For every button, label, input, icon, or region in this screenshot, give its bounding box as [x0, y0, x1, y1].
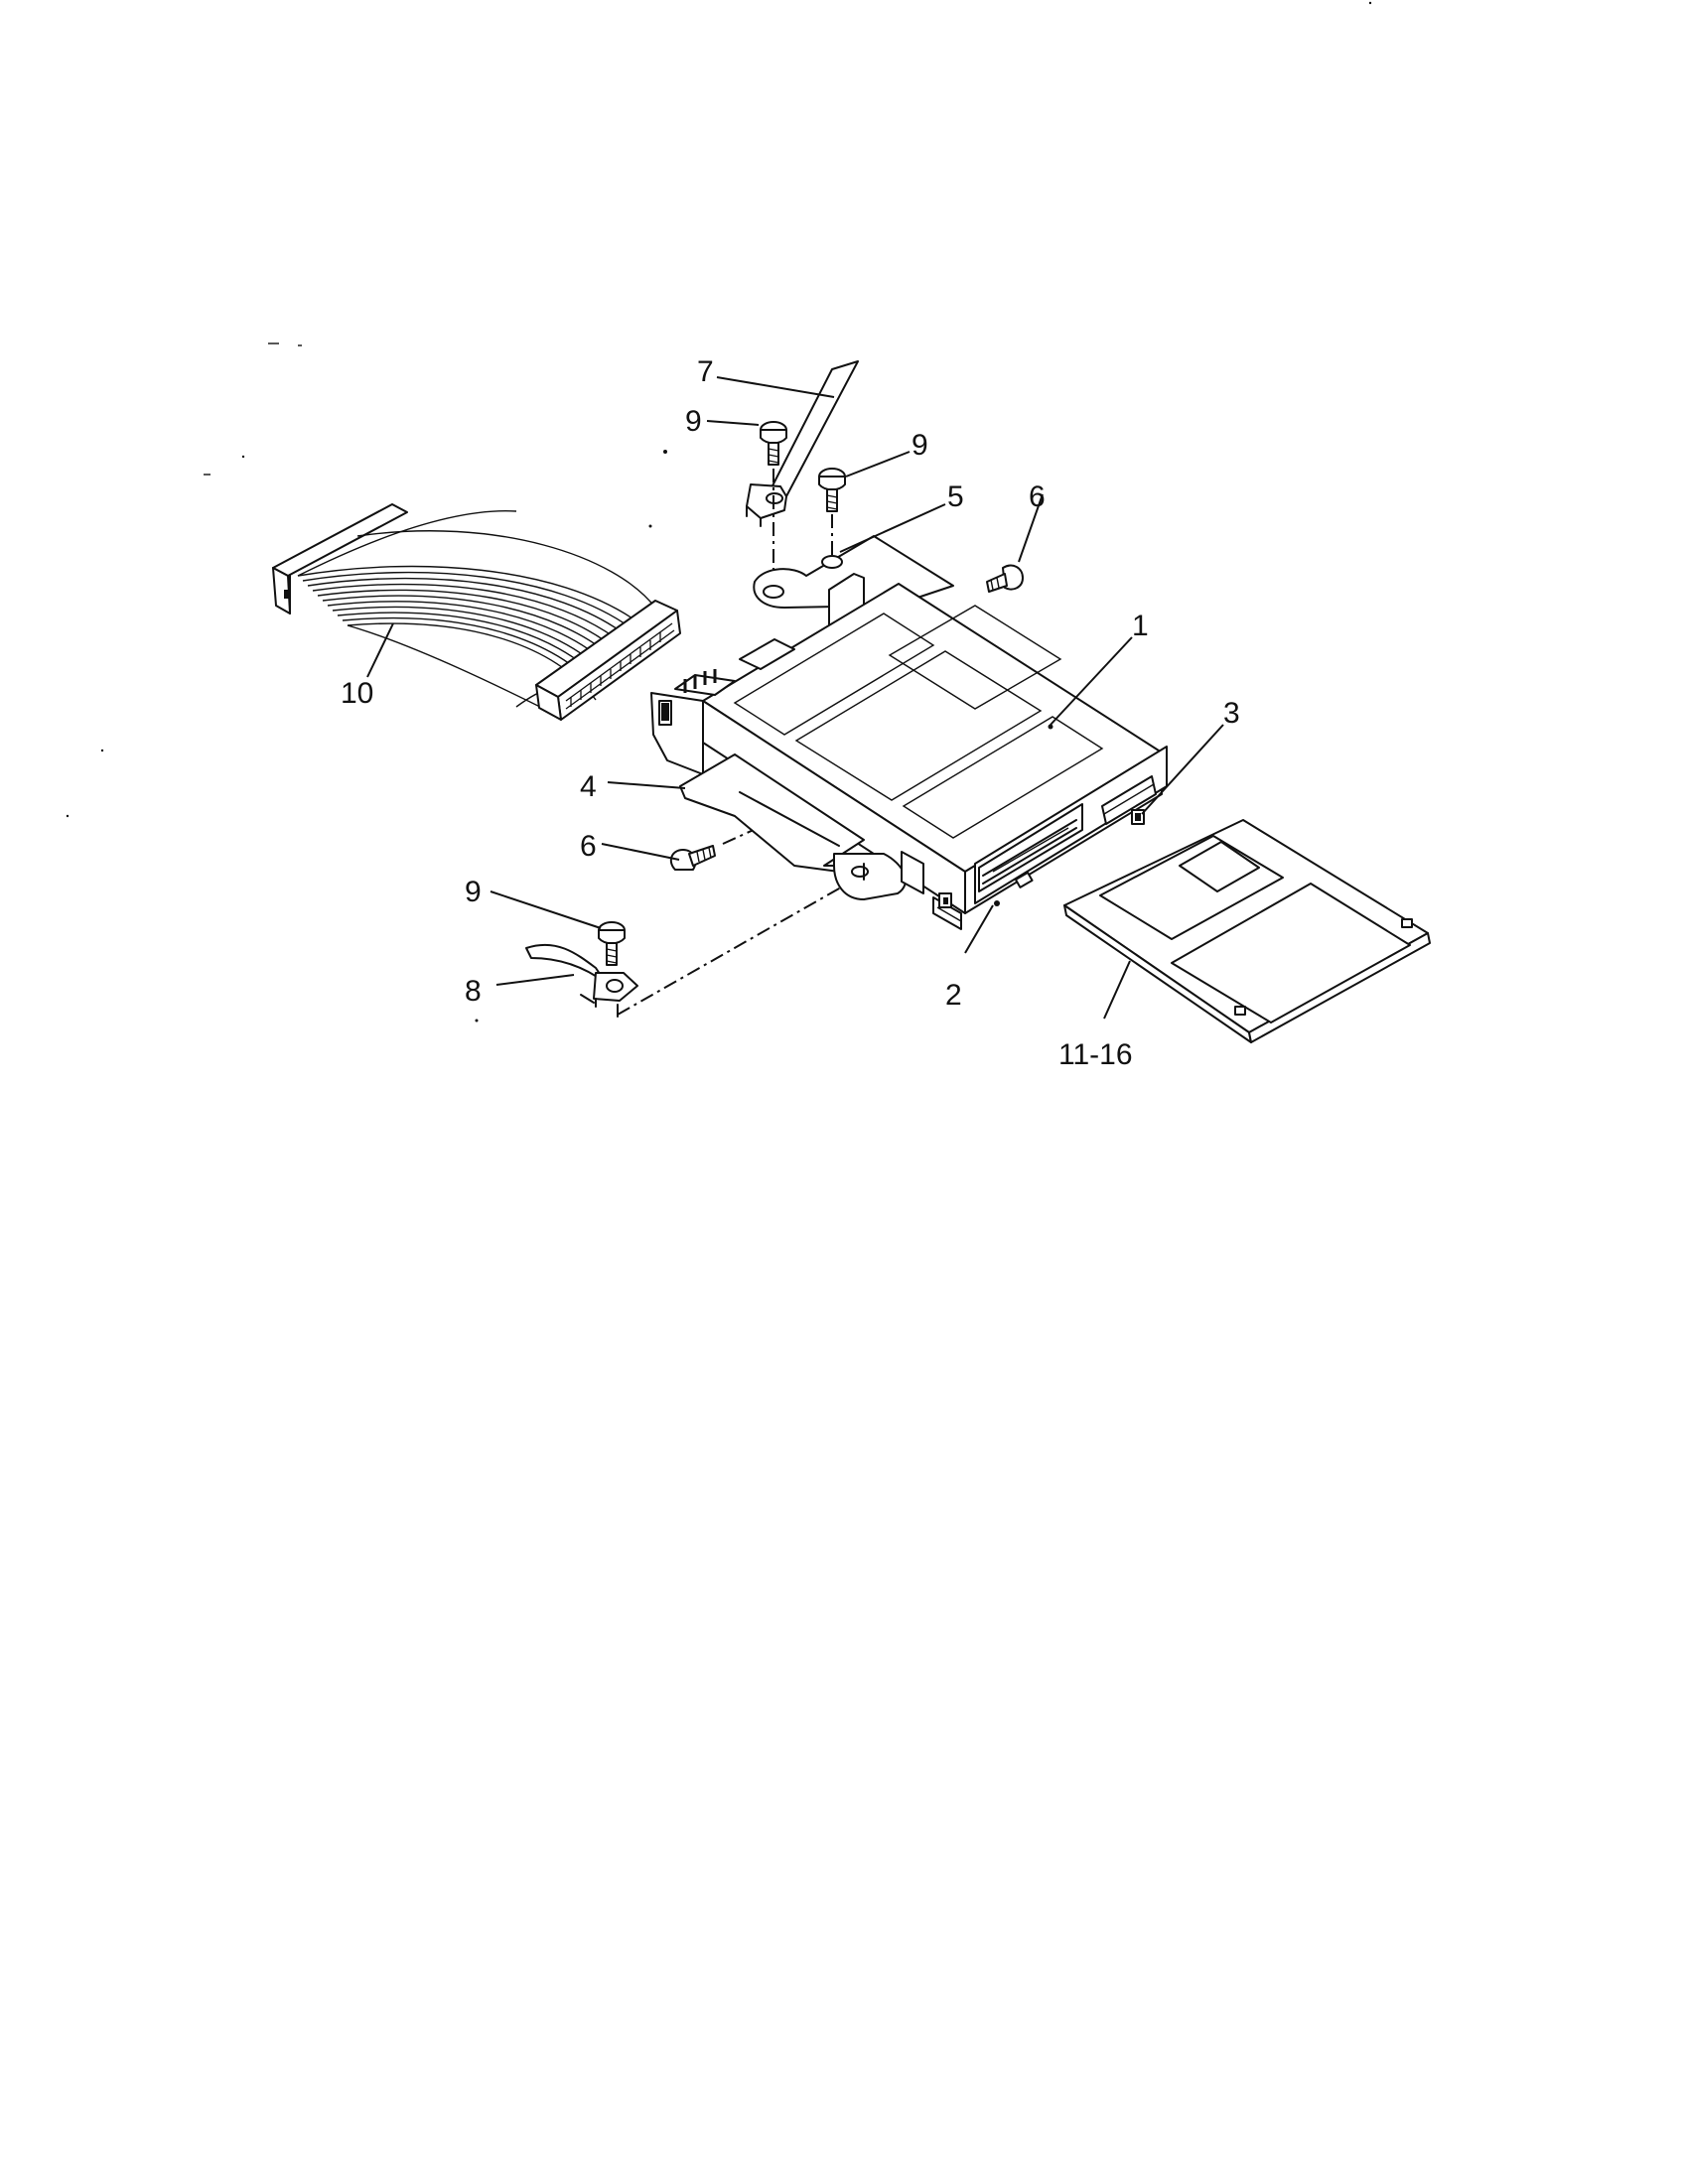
callout-8: 8 — [465, 975, 482, 1008]
callout-7: 7 — [697, 355, 714, 388]
callout-6-left: 6 — [580, 830, 597, 863]
screw-9-bottom — [598, 921, 626, 966]
callout-9-top-right: 9 — [912, 429, 928, 462]
callout-6-right: 6 — [1029, 480, 1046, 513]
callout-1: 1 — [1132, 610, 1149, 642]
side-rail — [679, 753, 924, 900]
screw-6-right — [986, 564, 1024, 593]
callout-5: 5 — [947, 480, 964, 513]
floppy-diskette — [1063, 819, 1431, 1043]
callout-9-top-left: 9 — [685, 405, 702, 438]
ribbon-cable — [272, 503, 681, 721]
callout-4: 4 — [580, 770, 597, 803]
grounding-strap-bottom — [525, 943, 638, 1008]
screw-9-top-right — [818, 468, 846, 512]
callout-9-bottom: 9 — [465, 876, 482, 908]
screw-6-left — [669, 845, 716, 871]
callout-11-16: 11-16 — [1058, 1038, 1133, 1071]
callout-10: 10 — [341, 677, 373, 710]
leader-lines — [366, 376, 1224, 1020]
callout-2: 2 — [945, 979, 962, 1012]
screw-9-top-left — [760, 421, 787, 466]
callouts: 7 9 9 5 6 1 3 10 4 6 9 8 2 11-16 — [341, 355, 1240, 1071]
floppy-drive — [650, 583, 1168, 930]
scan-specks — [66, 1, 1372, 1023]
callout-3: 3 — [1223, 697, 1240, 730]
grounding-strap-top — [746, 360, 859, 527]
